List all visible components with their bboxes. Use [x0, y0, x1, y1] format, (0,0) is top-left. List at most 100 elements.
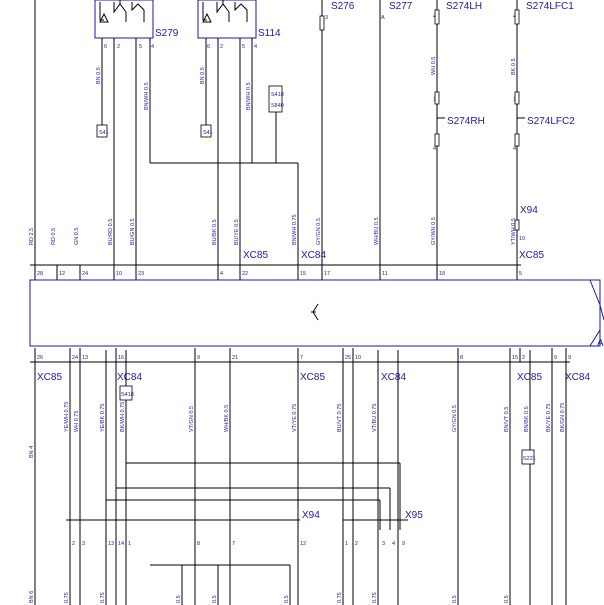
- wire-color-label: YE/BK 0.75: [100, 404, 106, 432]
- wire-color-label: BN 0.5: [200, 67, 206, 84]
- pin-label: 25: [345, 355, 351, 361]
- reference-box: [119, 385, 133, 401]
- pin-label: 12: [59, 271, 65, 277]
- pin-label: 22: [242, 271, 248, 277]
- wire-color-label: WH/BK 0.5: [224, 405, 230, 432]
- pin-label: 2: [117, 44, 120, 50]
- module-symbol: [311, 303, 319, 321]
- splice-label: S41: [99, 130, 109, 136]
- wire-color-label: YE/WH 0.75: [64, 402, 70, 432]
- component-label: S279: [155, 28, 179, 39]
- pin-label: 10: [116, 271, 122, 277]
- wire-color-label: BN/WH 0.5: [144, 82, 150, 110]
- wire-color-label: WH 0.75: [74, 411, 80, 432]
- wire-color-label: GY/GN 0.5: [452, 405, 458, 432]
- wire-color-label: 0.75: [100, 592, 106, 603]
- pin-label: 26: [37, 355, 43, 361]
- wire-color-label: BK 0.5: [511, 58, 517, 75]
- pin-label: 1: [128, 541, 131, 547]
- reference-box: [521, 449, 535, 465]
- pin-label: 6: [104, 44, 107, 50]
- pin-label: 15: [512, 355, 518, 361]
- pin-label: 18: [439, 271, 445, 277]
- splice-box: [200, 124, 212, 138]
- wire-color-label: VT/GN 0.5: [189, 406, 195, 432]
- pin-label: 5: [519, 271, 522, 277]
- pin-label: 14: [118, 541, 124, 547]
- connector-label: XC84: [117, 372, 142, 383]
- wire-color-label: BN 4: [29, 446, 35, 458]
- pin-label: 7: [300, 355, 303, 361]
- switch-label: S277: [389, 1, 413, 12]
- connector-label: XC84: [565, 372, 590, 383]
- wire-color-label: RD 2.5: [29, 228, 35, 245]
- wire-color-label: YT/WH 0.5: [511, 218, 517, 245]
- connector-label: XC84: [301, 250, 326, 261]
- wire-color-label: BK/GN 0.75: [560, 403, 566, 432]
- wire-color-label: VT/BU 0.75: [372, 404, 378, 432]
- wire-color-label: BN/BK 0.5: [524, 406, 530, 432]
- wire-color-label: 0.75: [64, 592, 70, 603]
- pin-label: 24: [82, 271, 88, 277]
- wire-color-label: 0.75: [337, 592, 343, 603]
- wire-color-label: BU/YE 0.5: [234, 219, 240, 245]
- wire-color-label: BK/WH 0.75: [120, 402, 126, 432]
- pin-label: 12: [300, 541, 306, 547]
- switch-label: S276: [331, 1, 355, 12]
- wire-color-label: BN/VT 0.5: [504, 407, 510, 432]
- connector-label: XC84: [381, 372, 406, 383]
- pin-label: 4: [220, 271, 223, 277]
- wire-color-label: VT/YE 0.75: [292, 404, 298, 432]
- pin-label: A: [381, 15, 385, 21]
- pin-label: 15: [300, 271, 306, 277]
- wire-color-label: WH 0.5: [431, 57, 437, 75]
- pin-label: 9: [402, 541, 405, 547]
- switch-label: S274LFC2: [527, 116, 575, 127]
- pin-label: 24: [72, 355, 78, 361]
- pin-label: 2: [522, 355, 525, 361]
- pin-label: 3: [325, 15, 328, 21]
- switch-label: S274RH: [447, 116, 485, 127]
- module-block: [29, 279, 601, 347]
- component-label: S114: [258, 28, 281, 39]
- reference-box: [268, 85, 283, 113]
- connector-label: XC85: [243, 250, 268, 261]
- pin-label: 16: [118, 355, 124, 361]
- wire-color-label: BU/VT 0.75: [337, 404, 343, 432]
- wire-color-label: 0.5: [176, 595, 182, 603]
- pin-label: 2: [72, 541, 75, 547]
- lower-wire-color-labels: BN 4 YE/WH 0.75 WH 0.75 YE/BK 0.75 BK/WH 0.7…: [29, 402, 566, 458]
- pin-label: 17: [324, 271, 330, 277]
- connector-label: XC85: [519, 250, 544, 261]
- connector-label: XC85: [300, 372, 325, 383]
- wire-color-label: GY/GN 0.5: [316, 218, 322, 245]
- pin-label: 23: [138, 271, 144, 277]
- pin-label: 4: [392, 541, 395, 547]
- pin-label: 1: [433, 97, 436, 103]
- component-s279: S279 6 2 5 4: [94, 0, 179, 50]
- pin-label: 1: [345, 541, 348, 547]
- connector-label: X94: [302, 510, 320, 521]
- wire-color-label: 0.5: [212, 595, 218, 603]
- pin-label: 13: [82, 355, 88, 361]
- pin-label: 4: [513, 14, 516, 20]
- pin-label: 3: [82, 541, 85, 547]
- pin-label: 4: [254, 44, 257, 50]
- wire-color-label: BU/BK 0.5: [212, 219, 218, 245]
- wire-color-label: 0.5: [504, 595, 510, 603]
- wire-color-label: BN/WH 0.5: [246, 82, 252, 110]
- pin-label: 9: [197, 355, 200, 361]
- pin-label: 6: [207, 44, 210, 50]
- pin-label: 13: [108, 541, 114, 547]
- splice-box: [96, 124, 108, 138]
- pin-label: 10: [355, 355, 361, 361]
- wire-color-label: 0.5: [284, 595, 290, 603]
- pin-label: 2: [220, 44, 223, 50]
- wire-color-label: BN/WH 0.75: [292, 214, 298, 245]
- wire-color-label: 0.5: [452, 595, 458, 603]
